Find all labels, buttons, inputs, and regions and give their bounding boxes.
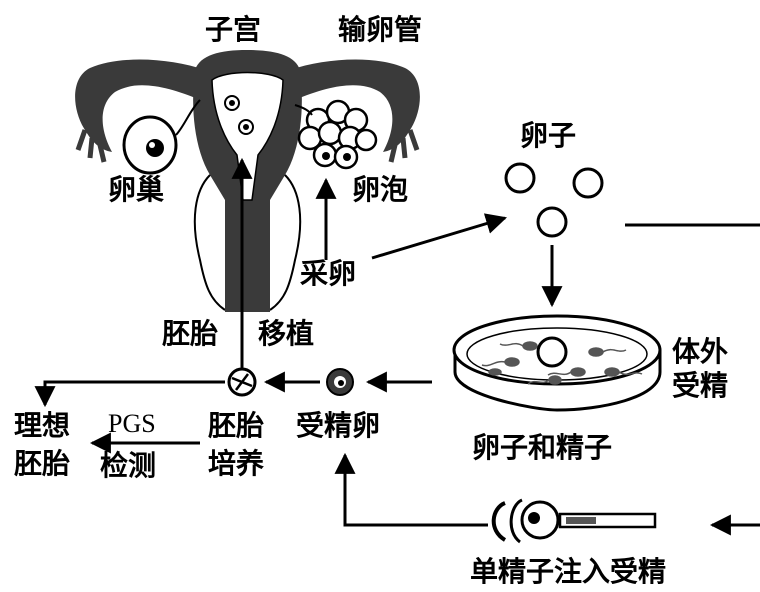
embryo-culture-label-2: 培养	[208, 448, 264, 480]
icsi-illustration	[494, 500, 655, 542]
egg-retrieval-label: 采卵	[300, 258, 356, 290]
embryo-transfer-label-2: 移植	[258, 318, 314, 350]
detection-label: 检测	[100, 450, 156, 482]
follicle-label: 卵泡	[352, 174, 408, 206]
ideal-embryo-label-2: 胚胎	[14, 448, 70, 480]
icsi-label: 单精子注入受精	[470, 556, 666, 588]
embryo-transfer-label-1: 胚胎	[162, 318, 218, 350]
uterus-label: 子宫	[205, 14, 261, 46]
embryo-culture-label-1: 胚胎	[208, 410, 264, 442]
ivf-label-2: 受精	[672, 370, 728, 402]
egg-cells	[506, 164, 602, 236]
zygote-icon	[327, 369, 353, 395]
ovary-label: 卵巢	[108, 174, 164, 206]
egg-and-sperm-label: 卵子和精子	[472, 432, 612, 464]
pgs-label: PGS	[108, 408, 156, 440]
ivf-label-1: 体外	[672, 336, 728, 368]
fertilized-egg-label: 受精卵	[296, 410, 380, 442]
fallopian-tube-label: 输卵管	[338, 14, 422, 46]
egg-label: 卵子	[520, 120, 576, 152]
ideal-embryo-label-1: 理想	[14, 410, 70, 442]
embryo-icon	[229, 369, 255, 395]
ovary-illustration	[124, 100, 200, 173]
petri-dish	[454, 316, 660, 410]
follicle-cluster	[299, 101, 376, 168]
